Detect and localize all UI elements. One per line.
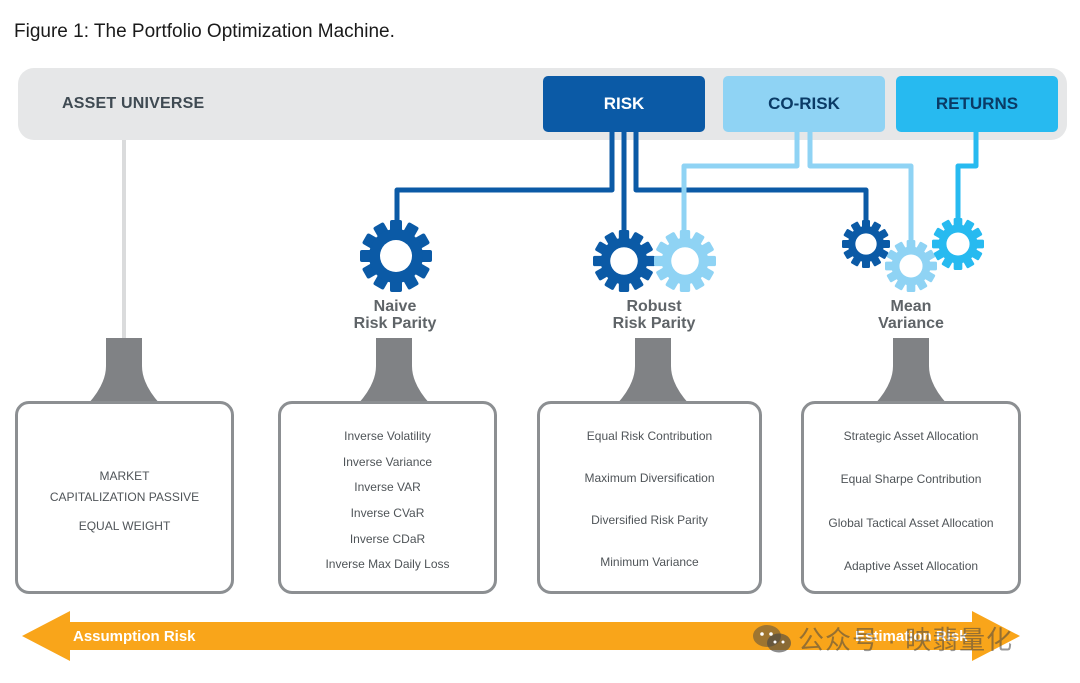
strategy-label-naive-risk-parity: Naive Risk Parity bbox=[295, 298, 495, 332]
box-item: Inverse CDaR bbox=[349, 532, 426, 546]
box-item: Equal Sharpe Contribution bbox=[840, 472, 982, 486]
watermark: 公众号 · 映翡量化 bbox=[752, 620, 1013, 657]
box-item: Maximum Diversification bbox=[584, 471, 715, 485]
naive-risk-gear-icon bbox=[360, 220, 432, 292]
market-box: MARKET CAPITALIZATION PASSIVE EQUAL WEIG… bbox=[15, 401, 234, 594]
robust-co-risk-gear-icon bbox=[654, 230, 716, 292]
mean-variance-returns-gear-icon bbox=[932, 218, 984, 270]
strategy-label-mean-variance: Mean Variance bbox=[811, 298, 1011, 332]
box-item: Global Tactical Asset Allocation bbox=[828, 516, 994, 530]
mean-variance-box: Strategic Asset Allocation Equal Sharpe … bbox=[801, 401, 1021, 594]
box-item: Strategic Asset Allocation bbox=[843, 429, 979, 443]
box-item: Inverse Max Daily Loss bbox=[325, 557, 450, 571]
co-risk-pill: CO-RISK bbox=[723, 76, 885, 132]
box-item: Adaptive Asset Allocation bbox=[843, 559, 979, 573]
asset-universe-label: ASSET UNIVERSE bbox=[62, 95, 205, 112]
box-item: Inverse VAR bbox=[354, 480, 421, 494]
box-item: Diversified Risk Parity bbox=[591, 513, 708, 527]
funnel-mean-variance bbox=[875, 338, 947, 404]
box-item: Inverse Variance bbox=[342, 455, 433, 469]
robust-risk-gear-icon bbox=[593, 230, 655, 292]
robust-risk-parity-box: Equal Risk Contribution Maximum Diversif… bbox=[537, 401, 762, 594]
risk-pill: RISK bbox=[543, 76, 705, 132]
naive-risk-parity-box: Inverse Volatility Inverse Variance Inve… bbox=[278, 401, 497, 594]
strategy-label-robust-risk-parity: Robust Risk Parity bbox=[554, 298, 754, 332]
strategy-label-line1: Mean bbox=[890, 298, 932, 315]
funnel-naive bbox=[358, 338, 430, 404]
strategy-label-line2: Variance bbox=[878, 315, 944, 332]
mean-variance-co-risk-gear-icon bbox=[885, 240, 937, 292]
strategy-label-line2: Risk Parity bbox=[612, 315, 696, 332]
risk-wires bbox=[394, 132, 869, 235]
watermark-text: 公众号 · 映翡量化 bbox=[798, 625, 1014, 655]
mean-variance-risk-gear-icon bbox=[842, 220, 890, 268]
estimation-risk-label: Estimation Risk bbox=[855, 628, 968, 645]
box-item: Inverse Volatility bbox=[344, 429, 431, 443]
returns-pill: RETURNS bbox=[896, 76, 1058, 132]
returns-wire bbox=[955, 132, 979, 218]
box-item: CAPITALIZATION PASSIVE bbox=[49, 490, 200, 504]
input-bar bbox=[18, 68, 1067, 140]
box-item: MARKET bbox=[99, 469, 150, 483]
funnel-market bbox=[88, 338, 160, 404]
funnels bbox=[88, 338, 947, 404]
box-item: Minimum Variance bbox=[600, 555, 699, 569]
strategy-label-line1: Naive bbox=[373, 298, 417, 315]
wechat-icon bbox=[753, 624, 791, 652]
strategy-label-line1: Robust bbox=[626, 298, 682, 315]
box-item: Equal Risk Contribution bbox=[586, 429, 713, 443]
box-item: Inverse CVaR bbox=[350, 506, 425, 520]
strategy-label-line2: Risk Parity bbox=[353, 315, 437, 332]
co-risk-wires bbox=[681, 132, 914, 244]
funnel-robust bbox=[617, 338, 689, 404]
box-item: EQUAL WEIGHT bbox=[78, 519, 171, 533]
figure-title: Figure 1: The Portfolio Optimization Mac… bbox=[14, 21, 395, 42]
assumption-risk-label: Assumption Risk bbox=[73, 628, 196, 645]
